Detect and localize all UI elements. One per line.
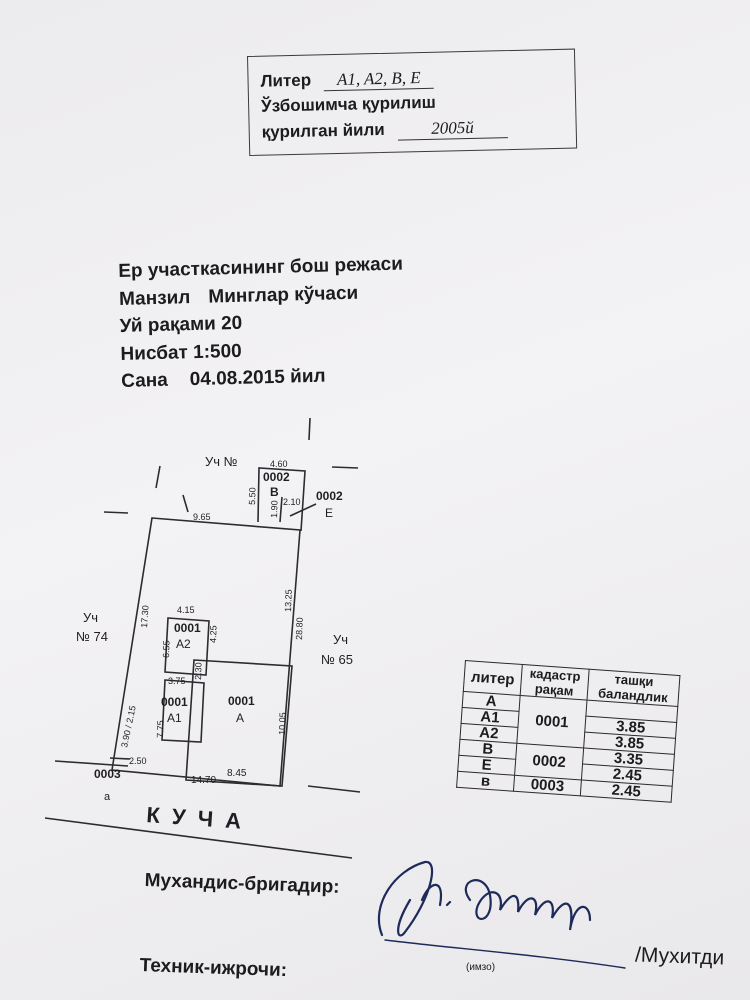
- dim-1-90: 1.90: [269, 500, 280, 518]
- street-baseline: [44, 817, 353, 859]
- building-b-outline: [257, 467, 306, 532]
- dim-13-25: 13.25: [283, 589, 294, 612]
- dim-2-10: 2.10: [283, 497, 301, 507]
- building-a1-outline: [161, 679, 205, 743]
- building-a2-outline: [164, 617, 210, 676]
- leader-uch: [182, 494, 189, 513]
- dim-9-65: 9.65: [193, 512, 211, 522]
- dim-4-60: 4.60: [270, 459, 288, 469]
- building-b-code: 0002: [263, 470, 290, 484]
- dim-2-50: 2.50: [129, 756, 147, 766]
- building-v-code: 0003: [94, 767, 121, 781]
- dim-14-70: 14.70: [191, 775, 216, 786]
- dim-17-30: 17.30: [139, 605, 151, 628]
- mark-left-top: [103, 511, 129, 514]
- dim-10-05: 10.05: [277, 712, 288, 735]
- right-neighbor-label: Уч: [333, 632, 348, 647]
- mark-top: [308, 417, 311, 441]
- signature-stroke: [377, 860, 434, 937]
- street-edge-right: [307, 785, 361, 793]
- building-a1-code: 0001: [161, 695, 188, 709]
- mark-top-right: [331, 466, 359, 469]
- building-a-code: 0001: [228, 694, 255, 708]
- signature-caption: (имзо): [466, 962, 496, 973]
- dim-5-50: 5.50: [247, 487, 258, 505]
- building-a1-letter: A1: [167, 711, 182, 725]
- building-b-letter: B: [270, 485, 279, 499]
- dim-8-45: 8.45: [227, 768, 247, 779]
- dim-7-75: 7.75: [155, 720, 166, 738]
- dim-28-80: 28.80: [294, 617, 305, 640]
- dim-4-25: 4.25: [208, 625, 219, 643]
- leader-e: [289, 503, 317, 517]
- building-a-letter: A: [236, 711, 244, 725]
- dim-3-75: 3.75: [168, 676, 186, 686]
- signature-stroke: [464, 879, 592, 931]
- right-neighbor-number: № 65: [321, 652, 353, 667]
- street-edge-left: [54, 760, 129, 767]
- building-a-outline: [185, 659, 293, 787]
- left-neighbor-label: Уч: [83, 610, 98, 625]
- mark-top-left: [155, 465, 161, 489]
- building-a2-code: 0001: [174, 621, 201, 635]
- corner-a-line: [109, 757, 131, 760]
- engineer-name: /Мухитди: [634, 943, 725, 970]
- building-e-letter: E: [325, 506, 333, 520]
- dim-6-55: 6.55: [161, 640, 172, 658]
- building-v-letter: a: [104, 791, 111, 803]
- dim-2-30: 2.30: [193, 662, 204, 680]
- signature-stroke: [420, 883, 452, 907]
- left-neighbor-number: № 74: [76, 629, 108, 644]
- building-e-code: 0002: [316, 489, 343, 503]
- signature-underline: [384, 939, 626, 969]
- building-b-divider: [279, 496, 283, 523]
- dim-4-15: 4.15: [177, 605, 195, 615]
- uch-number-label: Уч №: [205, 454, 238, 469]
- building-a2-letter: A2: [176, 637, 191, 651]
